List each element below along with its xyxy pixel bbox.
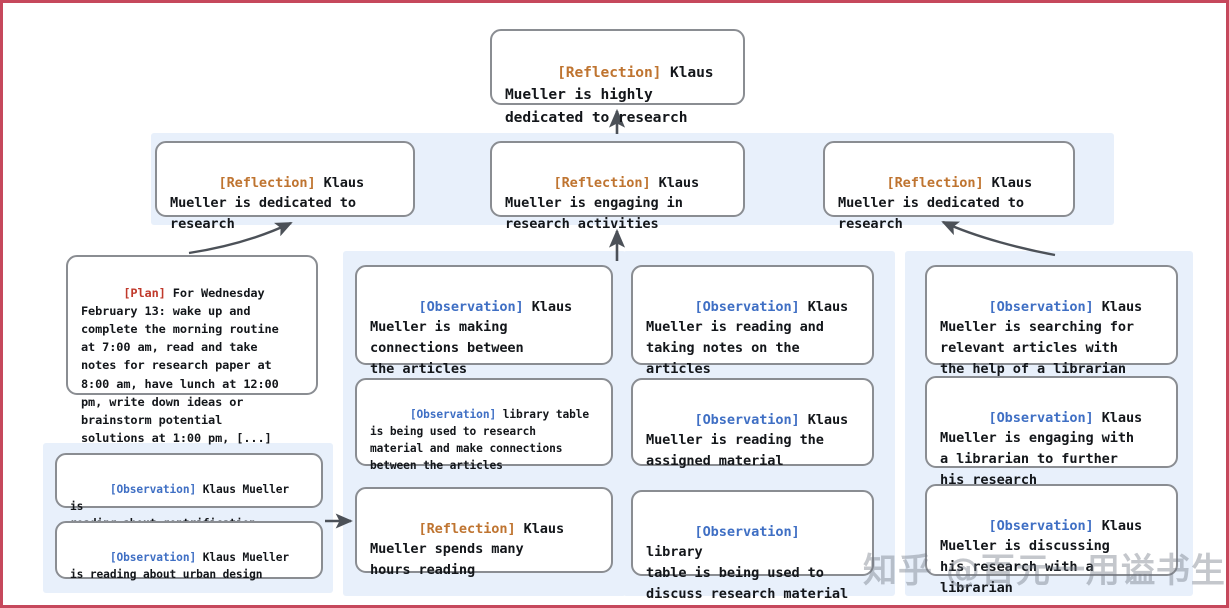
tag-observation: [Observation] <box>109 483 197 497</box>
node-col-c-3-text: Klaus Mueller is discussing his research… <box>940 517 1143 596</box>
node-plan[interactable]: [Plan] For Wednesday February 13: wake u… <box>66 255 318 445</box>
node-col-a-3[interactable]: [Reflection] Klaus Mueller spends many h… <box>355 487 613 578</box>
tag-plan: [Plan] <box>123 286 166 301</box>
diagram-canvas: [Reflection] Klaus Mueller is highly ded… <box>3 3 1226 605</box>
tag-reflection: [Reflection] <box>218 174 316 191</box>
node-reflection-right[interactable]: [Reflection] Klaus Mueller is dedicated … <box>823 141 1075 232</box>
node-col-a-1[interactable]: [Observation] Klaus Mueller is making co… <box>355 265 613 377</box>
node-col-a-1-text: Klaus Mueller is making connections betw… <box>370 298 573 377</box>
node-col-a-3-text: Klaus Mueller spends many hours reading <box>370 520 565 578</box>
tag-observation: [Observation] <box>694 411 800 428</box>
node-reflection-mid[interactable]: [Reflection] Klaus Mueller is engaging i… <box>490 141 745 232</box>
tag-reflection: [Reflection] <box>553 174 651 191</box>
node-col-a-2-text: library table is being used to research … <box>370 408 589 473</box>
node-observation-urban-design[interactable]: [Observation] Klaus Mueller is reading a… <box>55 521 323 582</box>
tag-reflection: [Reflection] <box>418 520 516 537</box>
node-reflection-mid-text: Klaus Mueller is engaging in research ac… <box>505 174 700 232</box>
tag-reflection: [Reflection] <box>557 64 662 82</box>
node-reflection-right-text: Klaus Mueller is dedicated to research <box>838 174 1033 232</box>
node-col-c-1[interactable]: [Observation] Klaus Mueller is searching… <box>925 265 1178 377</box>
tag-observation: [Observation] <box>109 551 197 565</box>
node-col-b-2-text: Klaus Mueller is reading the assigned ma… <box>646 411 849 469</box>
node-col-c-2[interactable]: [Observation] Klaus Mueller is engaging … <box>925 376 1178 488</box>
tag-observation: [Observation] <box>418 298 524 315</box>
node-col-c-3[interactable]: [Observation] Klaus Mueller is discussin… <box>925 484 1178 596</box>
node-plan-text: For Wednesday February 13: wake up and c… <box>81 286 279 445</box>
tag-observation: [Observation] <box>694 298 800 315</box>
node-col-c-2-text: Klaus Mueller is engaging with a librari… <box>940 409 1143 488</box>
node-reflection-left[interactable]: [Reflection] Klaus Mueller is dedicated … <box>155 141 415 232</box>
node-col-b-2[interactable]: [Observation] Klaus Mueller is reading t… <box>631 378 874 469</box>
tag-observation: [Observation] <box>694 523 800 540</box>
node-col-b-1[interactable]: [Observation] Klaus Mueller is reading a… <box>631 265 874 377</box>
node-observation-gentrification[interactable]: [Observation] Klaus Mueller is reading a… <box>55 453 323 530</box>
node-col-b-3-text: library table is being used to discuss r… <box>646 544 849 602</box>
node-col-b-3[interactable]: [Observation] library table is being use… <box>631 490 874 602</box>
tag-observation: [Observation] <box>409 408 497 422</box>
tag-observation: [Observation] <box>988 409 1094 426</box>
node-col-a-2[interactable]: [Observation] library table is being use… <box>355 378 613 472</box>
watermark: 知乎 @百元一用谥书生 <box>863 551 1226 591</box>
node-root-reflection[interactable]: [Reflection] Klaus Mueller is highly ded… <box>490 29 745 126</box>
node-reflection-left-text: Klaus Mueller is dedicated to research <box>170 174 365 232</box>
node-col-c-1-text: Klaus Mueller is searching for relevant … <box>940 298 1143 377</box>
node-col-b-1-text: Klaus Mueller is reading and taking note… <box>646 298 849 377</box>
tag-observation: [Observation] <box>988 517 1094 534</box>
node-observation-urban-design-text: Klaus Mueller is reading about urban des… <box>70 551 289 582</box>
tag-observation: [Observation] <box>988 298 1094 315</box>
node-root-text: Klaus Mueller is highly dedicated to res… <box>505 64 714 126</box>
tag-reflection: [Reflection] <box>886 174 984 191</box>
